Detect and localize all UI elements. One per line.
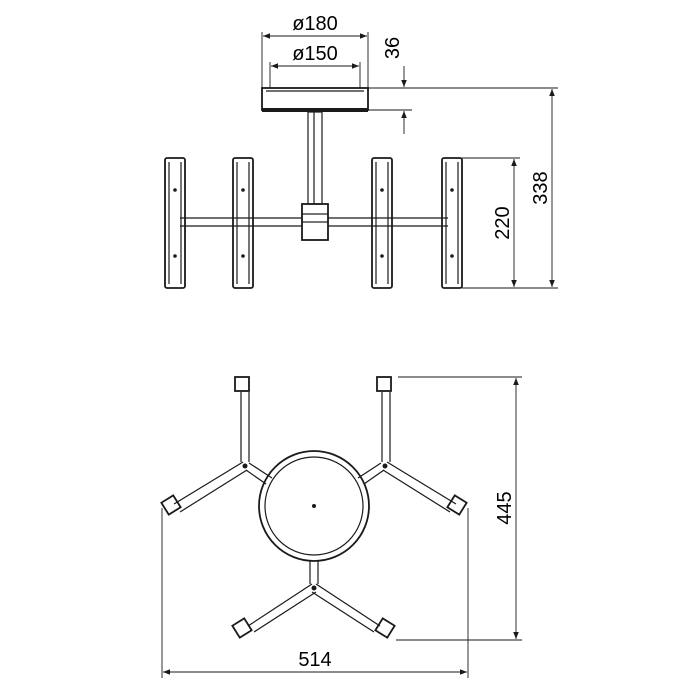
- total-height-label: 338: [530, 171, 552, 204]
- dimension-width: 514: [161, 508, 469, 678]
- light-module-3: [371, 157, 393, 289]
- center-hub: [301, 203, 329, 241]
- plan-module-top-right: [376, 376, 392, 392]
- plan-module-right: [446, 494, 468, 516]
- light-module-4: [441, 157, 463, 289]
- dimension-depth: 445: [396, 376, 522, 641]
- top-plan-view: 445 514: [160, 376, 522, 678]
- plan-canopy: [258, 450, 370, 562]
- plan-module-bottom-right: [374, 617, 396, 639]
- plan-arm-bottom: [231, 561, 396, 639]
- plan-module-top-left: [234, 376, 250, 392]
- dimension-canopy-inner: ø150: [269, 43, 361, 88]
- side-elevation-view: ø180 ø150 36 220 338: [164, 13, 558, 289]
- dimension-module-height: 220: [462, 157, 520, 289]
- canopy-inner-diameter-label: ø150: [292, 43, 338, 65]
- depth-label: 445: [494, 491, 516, 524]
- canopy-height-label: 36: [382, 37, 404, 59]
- width-label: 514: [298, 649, 331, 671]
- plan-arm-left: [160, 376, 273, 516]
- canopy-outer-diameter-label: ø180: [292, 13, 338, 35]
- plan-module-left: [160, 494, 182, 516]
- ceiling-canopy: [261, 87, 369, 112]
- dimension-total-height: 338: [368, 87, 558, 289]
- suspension-stem: [307, 111, 323, 205]
- module-height-label: 220: [492, 206, 514, 239]
- light-module-2: [232, 157, 254, 289]
- dimension-canopy-outer: ø180: [261, 13, 369, 88]
- dimension-canopy-height: 36: [368, 37, 412, 134]
- plan-arm-right: [357, 376, 468, 516]
- plan-module-bottom-left: [231, 617, 253, 639]
- light-module-1: [164, 157, 186, 289]
